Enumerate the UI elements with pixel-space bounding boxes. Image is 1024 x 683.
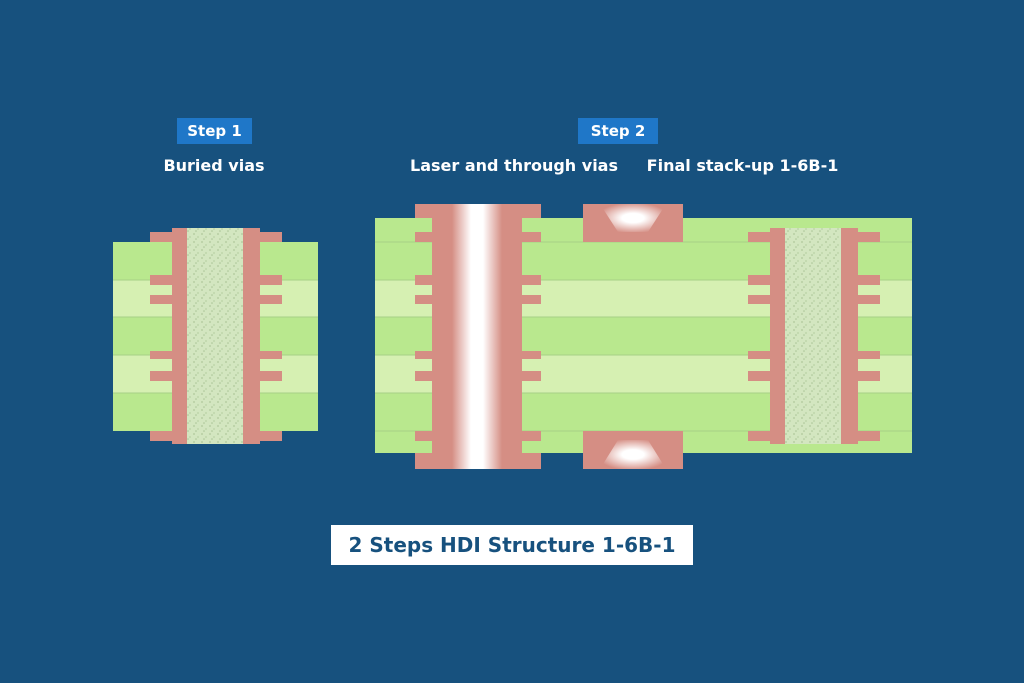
diagram-title: 2 Steps HDI Structure 1-6B-1 — [331, 525, 693, 565]
step2-badge: Step 2 — [578, 118, 658, 144]
through-via-drill-hole — [452, 204, 502, 469]
step2-via-plug-fill — [785, 228, 841, 444]
step1-badge: Step 1 — [177, 118, 252, 144]
step2-caption-final-stackup: Final stack-up 1-6B-1 — [646, 156, 839, 175]
step2-through-via — [415, 204, 541, 469]
step2-laser-microvia-top — [583, 204, 683, 242]
step2-laser-microvia-bottom — [583, 431, 683, 469]
step1-via-plug-fill — [187, 228, 243, 444]
step2-caption-laser-through-vias: Laser and through vias — [410, 156, 618, 175]
step1-caption-buried-vias: Buried vias — [163, 156, 265, 175]
